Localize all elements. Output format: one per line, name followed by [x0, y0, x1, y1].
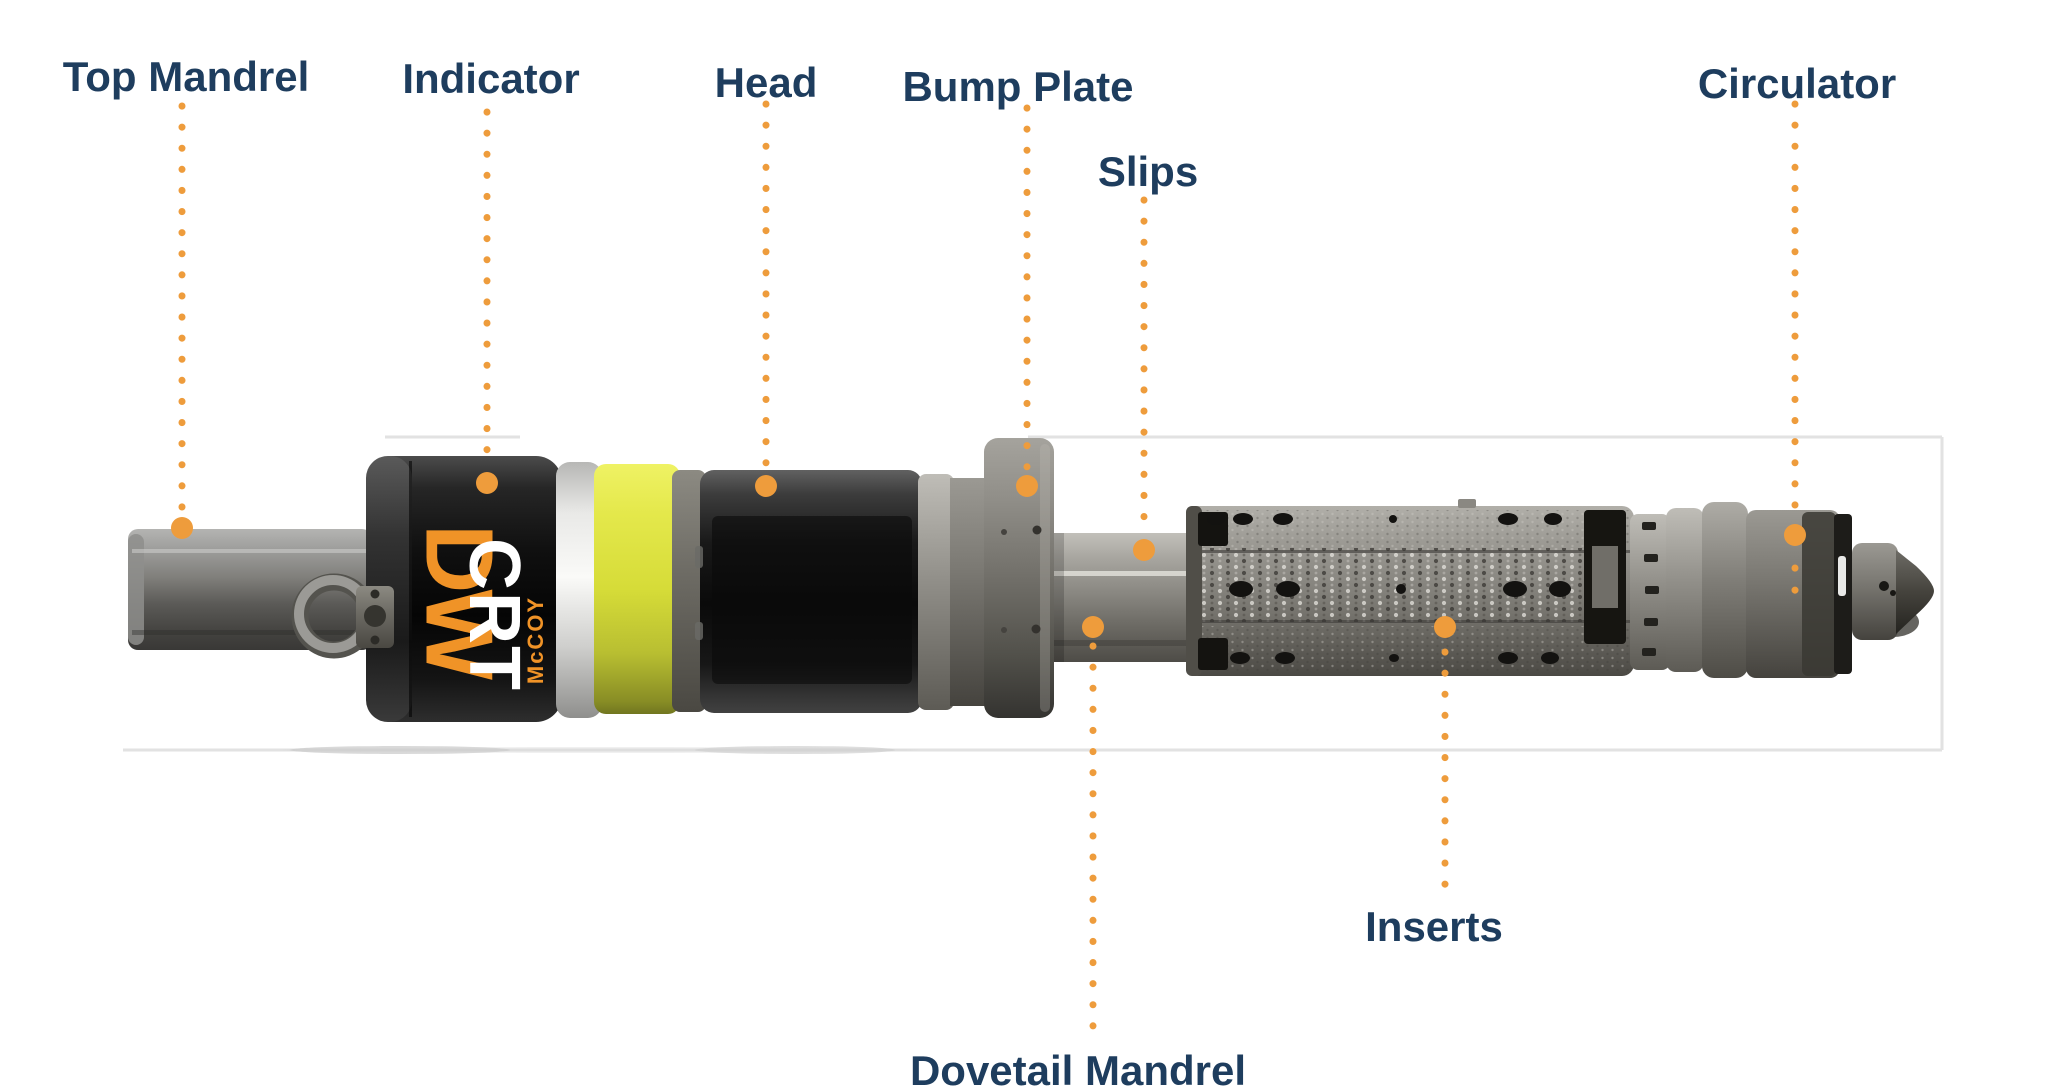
chrome-ring — [556, 462, 602, 718]
label-slips: Slips — [1098, 148, 1198, 195]
indicator-collar: DW CRT McCOY — [366, 456, 562, 722]
slips-sleeve — [1186, 499, 1634, 676]
insert-holes — [1207, 513, 1571, 664]
slip-slot-left-bottom — [1198, 638, 1228, 670]
label-top-mandrel: Top Mandrel — [63, 53, 310, 100]
shackle — [291, 573, 394, 659]
leader-dot-circulator — [1784, 524, 1806, 546]
tool-logo: DW CRT McCOY — [406, 524, 548, 692]
leader-dot-slips — [1133, 539, 1155, 561]
leader-dot-bump-plate — [1016, 475, 1038, 497]
ratchet-ring — [1630, 514, 1670, 670]
head-end-ring — [918, 474, 954, 710]
logo-crt-text: CRT — [454, 538, 534, 692]
circulator-assembly — [1666, 502, 1934, 678]
leader-lines — [178, 100, 1799, 1036]
leader-dot-inserts — [1434, 616, 1456, 638]
spacer-ring — [672, 470, 706, 712]
nose-cone — [1896, 550, 1934, 634]
circulator-collar — [1852, 543, 1898, 640]
dovetail-mandrel-shaft — [1054, 533, 1186, 662]
logo-dw-text: DW — [406, 524, 513, 680]
flange-neck — [950, 478, 988, 706]
circulator-ring-a — [1666, 508, 1704, 672]
label-bump-plate: Bump Plate — [902, 63, 1133, 110]
head-cylinder — [695, 470, 922, 713]
label-head: Head — [715, 59, 818, 106]
tool-illustration: DW CRT McCOY — [128, 438, 1934, 722]
yellow-band — [594, 464, 680, 714]
leader-dot-indicator — [476, 472, 498, 494]
label-indicator: Indicator — [402, 55, 579, 102]
label-circulator: Circulator — [1698, 60, 1896, 107]
label-dovetail-mandrel: Dovetail Mandrel — [910, 1047, 1246, 1089]
label-inserts: Inserts — [1365, 903, 1503, 950]
bump-plate-flange — [984, 438, 1054, 718]
callout-labels: Top Mandrel Indicator Head Bump Plate Sl… — [63, 53, 1896, 1089]
leader-dot-head — [755, 475, 777, 497]
top-mandrel-shaft — [128, 529, 372, 650]
tool-shadow — [280, 746, 920, 754]
circulator-ring-b — [1702, 502, 1748, 678]
leader-dot-dovetail-mandrel — [1082, 616, 1104, 638]
leader-dot-top-mandrel — [171, 517, 193, 539]
leader-endpoint-dots — [171, 472, 1806, 638]
logo-brand-text: McCOY — [523, 596, 548, 684]
